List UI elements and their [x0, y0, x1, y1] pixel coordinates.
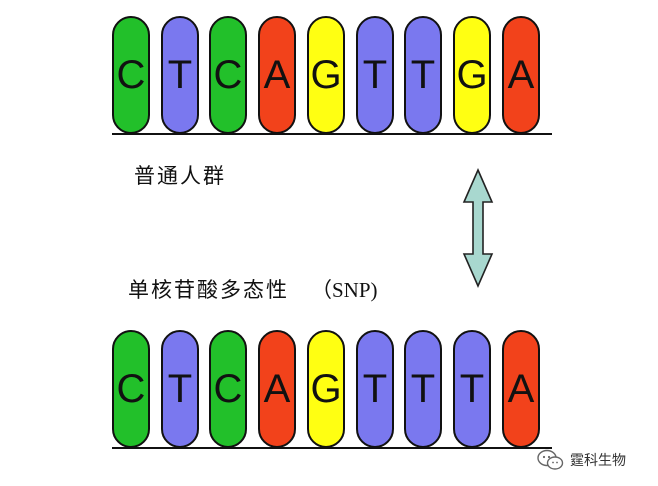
bottom-base-2: T	[161, 330, 199, 448]
bottom-strand-baseline	[112, 447, 552, 449]
top-base-4: A	[258, 16, 296, 134]
top-base-7: T	[404, 16, 442, 134]
bottom-base-1: C	[112, 330, 150, 448]
top-base-8: G	[453, 16, 491, 134]
top-base-9: A	[502, 16, 540, 134]
bottom-base-6: T	[356, 330, 394, 448]
top-base-2: T	[161, 16, 199, 134]
population-label: 普通人群	[134, 164, 226, 188]
top-strand-baseline	[112, 133, 552, 135]
top-base-5: G	[307, 16, 345, 134]
top-base-3: C	[209, 16, 247, 134]
snp-abbreviation: （SNP)	[311, 278, 378, 302]
snp-label: 单核苷酸多态性 （SNP)	[128, 274, 378, 304]
bottom-base-4: A	[258, 330, 296, 448]
top-base-1: C	[112, 16, 150, 134]
wechat-icon	[537, 449, 564, 470]
snp-full-name: 单核苷酸多态性	[128, 278, 289, 302]
double-arrow-shape	[462, 168, 494, 288]
watermark-text: 霆科生物	[570, 453, 626, 469]
bottom-base-7: T	[404, 330, 442, 448]
bottom-base-3: C	[209, 330, 247, 448]
bottom-base-9: A	[502, 330, 540, 448]
double-arrow-icon	[462, 168, 494, 288]
top-base-6: T	[356, 16, 394, 134]
bottom-base-5: G	[307, 330, 345, 448]
bottom-base-8: T	[453, 330, 491, 448]
watermark: 霆科生物	[536, 449, 626, 471]
